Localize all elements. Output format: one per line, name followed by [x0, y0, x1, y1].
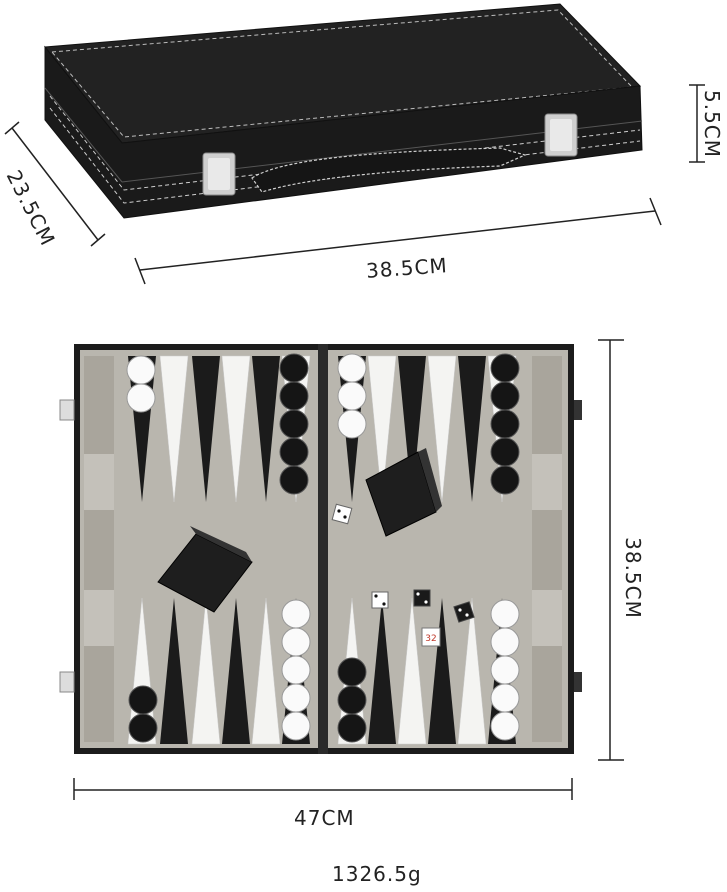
case-front-face	[44, 45, 643, 219]
dice-icon	[413, 589, 431, 607]
closed-case-illustration	[4, 3, 705, 285]
open-height-label: 38.5CM	[620, 537, 645, 619]
white-checkers	[126, 353, 520, 741]
doubling-cube-number: 32	[425, 634, 437, 644]
clasp-icon	[202, 152, 236, 196]
dimension-arrow	[134, 197, 662, 285]
handle-icon	[251, 147, 527, 193]
doubling-cube-icon	[421, 627, 441, 647]
closed-height-label: 5.5CM	[700, 89, 725, 159]
dimension-arrow	[598, 339, 624, 761]
dimension-arrow	[4, 121, 106, 247]
open-width-label: 47CM	[294, 806, 355, 830]
open-board-illustration	[59, 339, 624, 800]
dice-cup-icon	[157, 526, 253, 613]
dice-icon	[453, 601, 475, 623]
weight-label: 1326.5g	[332, 862, 422, 886]
black-checkers	[128, 353, 520, 743]
dimension-arrow	[73, 778, 573, 800]
dice-cup-icon	[365, 448, 442, 537]
dimension-arrow	[689, 84, 705, 163]
dice-icon	[331, 503, 353, 525]
clasp-icon	[544, 113, 578, 157]
dice-icon	[371, 591, 389, 609]
